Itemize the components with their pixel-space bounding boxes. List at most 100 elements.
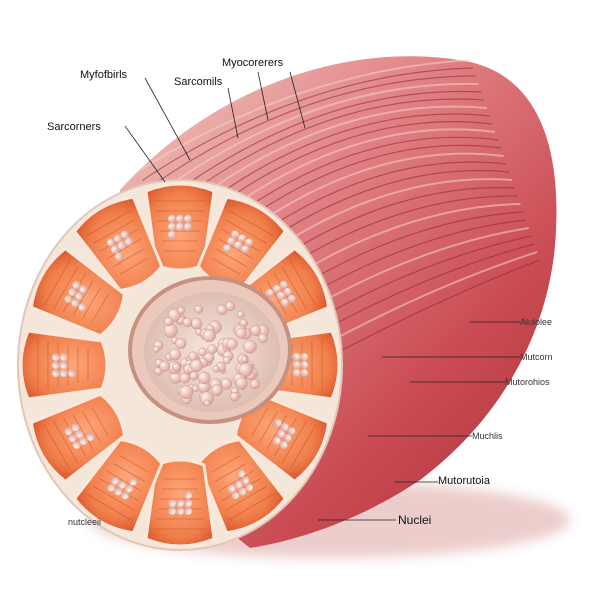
nucleus	[71, 423, 80, 432]
nucleus	[79, 285, 88, 294]
nucleus	[79, 436, 88, 445]
nucleus	[272, 285, 281, 294]
central-nucleus	[211, 384, 223, 396]
label-mutorutoia: Mutorutoia	[438, 475, 490, 487]
fascicle-striation	[289, 424, 317, 470]
nucleus	[287, 427, 296, 436]
central-nucleus	[258, 333, 268, 344]
fascicle-striation	[211, 455, 241, 473]
central-nucleus	[235, 327, 247, 339]
leader-myofibrils	[144, 77, 191, 161]
fascicle-shape	[29, 246, 127, 338]
fascicle-shape	[196, 195, 288, 292]
nucleus	[231, 230, 240, 239]
fascicle-striation	[211, 257, 241, 275]
nucleus	[168, 507, 176, 515]
nucleus	[72, 440, 81, 449]
nucleus	[227, 237, 236, 246]
nucleus	[240, 245, 249, 254]
nucleus	[124, 484, 133, 493]
nucleus	[52, 361, 60, 369]
fascicle-shape	[72, 438, 164, 535]
fascicle	[29, 246, 127, 338]
fascicle-striation	[119, 455, 149, 473]
fascicle-striation	[281, 421, 307, 463]
nucleus	[111, 476, 120, 485]
striation-line	[144, 75, 476, 192]
nucleus	[280, 298, 289, 307]
leader-sarcomils	[227, 87, 239, 139]
fascicle-striation	[93, 219, 135, 244]
nucleus	[107, 483, 116, 492]
nucleus	[120, 230, 129, 239]
fascicle-ring	[19, 182, 341, 548]
fascicle-striation	[228, 209, 274, 237]
label-nuclei: Nuclei	[398, 513, 432, 527]
nucleus	[234, 241, 242, 250]
label-myocorerers: Myocorerers	[222, 57, 284, 69]
leader-lines	[124, 71, 520, 521]
central-nucleus	[240, 355, 248, 363]
nucleus	[279, 440, 288, 449]
nucleus	[283, 288, 292, 296]
nucleus	[238, 234, 246, 243]
nucleus	[60, 353, 68, 361]
nucleus	[118, 241, 126, 250]
central-nucleus	[172, 362, 181, 372]
fascicle-striation	[93, 486, 135, 511]
fascicle-striation	[225, 219, 267, 244]
nucleus	[114, 234, 122, 243]
nucleus	[223, 244, 232, 253]
fascicle-striation	[215, 248, 247, 267]
nucleus	[231, 491, 240, 500]
fascicle-striation	[225, 486, 267, 511]
central-nucleus	[159, 360, 171, 372]
central-nucleus	[212, 365, 220, 373]
central-nucleus	[235, 377, 248, 390]
central-nucleus	[237, 310, 245, 319]
nucleus	[118, 480, 126, 489]
striation-line	[146, 82, 479, 203]
nucleus	[168, 499, 176, 507]
nucleus	[244, 483, 253, 492]
central-nucleus	[226, 338, 238, 350]
central-nucleus	[238, 362, 253, 377]
nucleus	[78, 302, 87, 311]
central-nucleus	[192, 385, 199, 392]
fascicle-striation	[228, 493, 274, 521]
nucleus	[72, 281, 81, 290]
nucleus	[292, 353, 300, 361]
nucleus	[114, 487, 122, 496]
label-mutorohios: Mutorohios	[505, 377, 550, 387]
nucleus	[107, 238, 116, 247]
label-sarcomers: Sarcorners	[47, 121, 101, 133]
nucleus	[176, 215, 184, 223]
nucleus	[276, 292, 285, 300]
central-nucleus	[230, 392, 240, 402]
nucleus	[300, 353, 308, 361]
leader-sarcomers	[124, 125, 166, 183]
central-nucleus	[250, 325, 262, 336]
nucleus	[52, 369, 60, 377]
nucleus	[238, 487, 246, 496]
fascicle	[144, 458, 216, 548]
nucleus	[168, 231, 176, 239]
central-nucleus	[182, 317, 193, 328]
nucleus	[124, 237, 133, 246]
central-nucleus	[189, 359, 203, 373]
central-nucleus	[152, 346, 160, 353]
fascicle-striation	[82, 287, 102, 319]
central-nucleus	[198, 347, 207, 357]
nucleus	[68, 434, 77, 442]
fascicle-striation	[53, 267, 79, 309]
fascicle-striation	[258, 411, 278, 443]
fascicle	[196, 438, 288, 535]
fascicle	[29, 392, 127, 484]
central-nucleus	[197, 371, 211, 385]
fascicle-striation	[53, 421, 79, 463]
central-nucleus	[225, 301, 235, 312]
nucleus	[300, 361, 308, 369]
striation-line	[142, 67, 473, 181]
fascicle	[72, 438, 164, 535]
